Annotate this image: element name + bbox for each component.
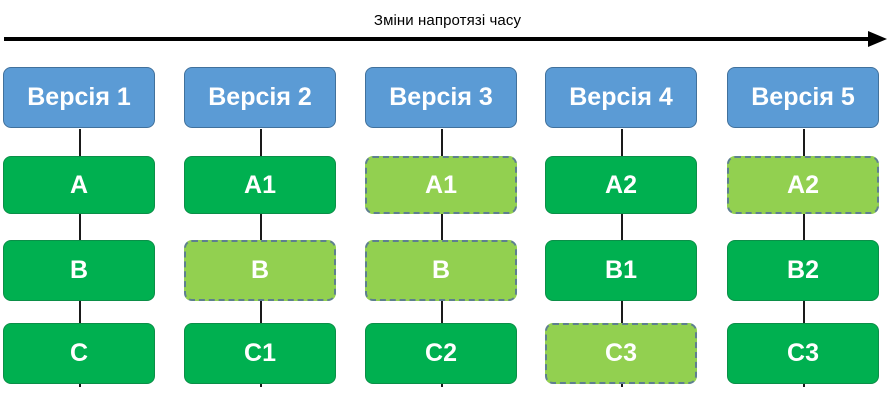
timeline-label: Зміни напротязі часу xyxy=(373,12,522,29)
version-column-2: Версія 2 A1 B C1 xyxy=(184,67,338,387)
version-5-component-b: B2 xyxy=(727,240,879,301)
version-4-header: Версія 4 xyxy=(545,67,697,128)
version-2-component-b: B xyxy=(184,240,336,301)
version-column-1: Версія 1 A B C xyxy=(3,67,157,387)
version-3-header: Версія 3 xyxy=(365,67,517,128)
version-4-component-c: C3 xyxy=(545,323,697,384)
version-2-header: Версія 2 xyxy=(184,67,336,128)
version-3-component-c: C2 xyxy=(365,323,517,384)
version-3-component-b: B xyxy=(365,240,517,301)
version-1-component-a: A xyxy=(3,156,155,214)
timeline-arrowhead xyxy=(868,31,887,47)
version-4-component-a: A2 xyxy=(545,156,697,214)
version-3-component-a: A1 xyxy=(365,156,517,214)
version-5-component-a: A2 xyxy=(727,156,879,214)
timeline-arrow xyxy=(4,31,887,47)
version-column-4: Версія 4 A2 B1 C3 xyxy=(545,67,699,387)
version-5-header: Версія 5 xyxy=(727,67,879,128)
version-1-component-b: B xyxy=(3,240,155,301)
version-5-component-c: C3 xyxy=(727,323,879,384)
version-column-5: Версія 5 A2 B2 C3 xyxy=(727,67,881,387)
version-4-component-b: B1 xyxy=(545,240,697,301)
version-1-header: Версія 1 xyxy=(3,67,155,128)
version-2-component-c: C1 xyxy=(184,323,336,384)
version-column-3: Версія 3 A1 B C2 xyxy=(365,67,519,387)
version-1-component-c: C xyxy=(3,323,155,384)
version-2-component-a: A1 xyxy=(184,156,336,214)
